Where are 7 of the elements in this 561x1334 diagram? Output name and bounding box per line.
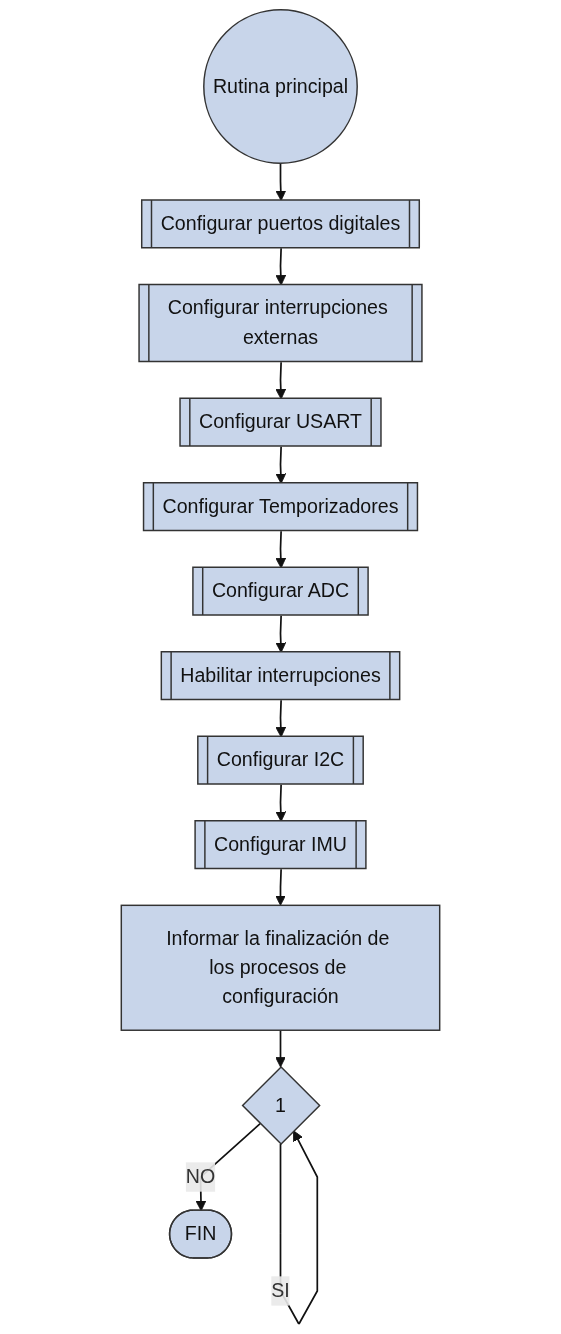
node-circle: Rutina principal xyxy=(203,9,358,164)
edge-label: NO xyxy=(185,1166,216,1187)
edge-label: SI xyxy=(271,1279,290,1301)
arrow xyxy=(275,868,286,906)
arrow xyxy=(275,1029,286,1068)
node-diamond: 1 xyxy=(241,1065,321,1146)
node-box: Informar la finalización de los procesos de configuración xyxy=(120,904,441,1031)
